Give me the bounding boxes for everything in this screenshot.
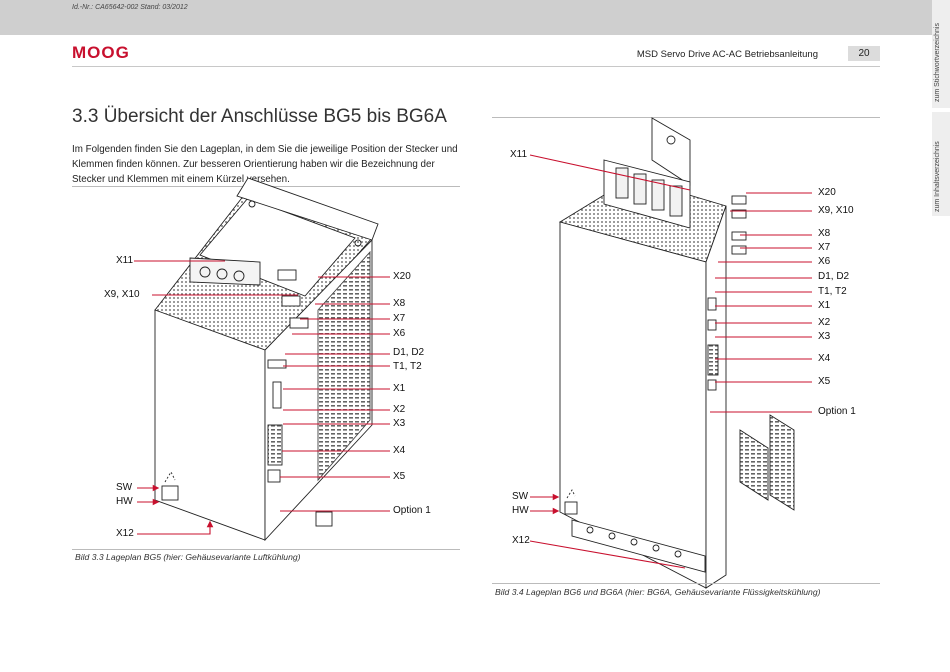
bg5-label-x7: X7 xyxy=(393,313,406,324)
bg6a-label-x2: X2 xyxy=(818,317,831,328)
bg6a-label-x20: X20 xyxy=(818,187,836,198)
section-title: 3.3 Übersicht der Anschlüsse BG5 bis BG6… xyxy=(72,106,447,127)
bg6a-label-x6: X6 xyxy=(818,256,831,267)
bg5-label-x12: X12 xyxy=(116,528,134,539)
bg5-label-x6: X6 xyxy=(393,328,406,339)
header-title: MSD Servo Drive AC-AC Betriebsanleitung xyxy=(636,49,818,60)
bg5-leader-lines xyxy=(134,260,390,535)
bg5-label-d1-d2: D1, D2 xyxy=(393,347,425,358)
page-number: 20 xyxy=(848,46,880,61)
bg5-label-sw: SW xyxy=(116,482,133,493)
figure-right-caption: Bild 3.4 Lageplan BG6 und BG6A (hier: BG… xyxy=(495,587,821,597)
bg5-device-drawing xyxy=(154,177,379,542)
figure-left-rule xyxy=(72,549,460,550)
tab-inhaltsverzeichnis[interactable]: zum Inhaltsverzeichnis xyxy=(932,112,950,216)
bg6a-device-drawing xyxy=(558,117,795,589)
bg5-label-x4: X4 xyxy=(393,445,406,456)
bg5-label-x11: X11 xyxy=(116,255,134,266)
bg5-label-x2: X2 xyxy=(393,404,406,415)
bg6a-label-x7: X7 xyxy=(818,242,831,253)
moog-logo: MOOG xyxy=(72,43,130,62)
bg5-label-x9-x10: X9, X10 xyxy=(104,289,140,300)
right-column-rule xyxy=(492,117,880,118)
bg5-label-option-1: Option 1 xyxy=(393,505,431,516)
bg5-label-hw: HW xyxy=(116,496,133,507)
bg5-label-x1: X1 xyxy=(393,383,406,394)
bg6a-label-x4: X4 xyxy=(818,353,831,364)
bg5-label-x8: X8 xyxy=(393,298,406,309)
bg6a-label-x12: X12 xyxy=(512,535,530,546)
document-id: Id.-Nr.: CA65642-002 Stand: 03/2012 xyxy=(72,4,188,11)
bg6a-label-x8: X8 xyxy=(818,228,831,239)
bg6a-label-t1-t2: T1, T2 xyxy=(818,286,847,297)
bg6a-label-x3: X3 xyxy=(818,331,831,342)
bg6a-leader-lines xyxy=(529,154,812,569)
bg5-label-x20: X20 xyxy=(393,271,411,282)
bg5-label-t1-t2: T1, T2 xyxy=(393,361,422,372)
intro-text: Im Folgenden finden Sie den Lageplan, in… xyxy=(72,144,458,185)
bg6a-label-x5: X5 xyxy=(818,376,831,387)
bg6a-label-x9-x10: X9, X10 xyxy=(818,205,854,216)
bg6a-label-option-1: Option 1 xyxy=(818,406,856,417)
bg6a-label-x11: X11 xyxy=(510,149,528,160)
header-rule xyxy=(72,66,880,67)
bg6a-label-sw: SW xyxy=(512,491,529,502)
figure-left-caption: Bild 3.3 Lageplan BG5 (hier: Gehäusevari… xyxy=(75,552,301,562)
top-bar: Id.-Nr.: CA65642-002 Stand: 03/2012 xyxy=(0,0,950,35)
bg6a-label-x1: X1 xyxy=(818,300,831,311)
bg5-label-x3: X3 xyxy=(393,418,406,429)
figure-right-rule xyxy=(492,583,880,584)
bg6a-label-d1-d2: D1, D2 xyxy=(818,271,850,282)
tab-stichwortverzeichnis[interactable]: zum Stichwortverzeichnis xyxy=(932,0,950,108)
bg6a-label-hw: HW xyxy=(512,505,529,516)
bg5-label-x5: X5 xyxy=(393,471,406,482)
